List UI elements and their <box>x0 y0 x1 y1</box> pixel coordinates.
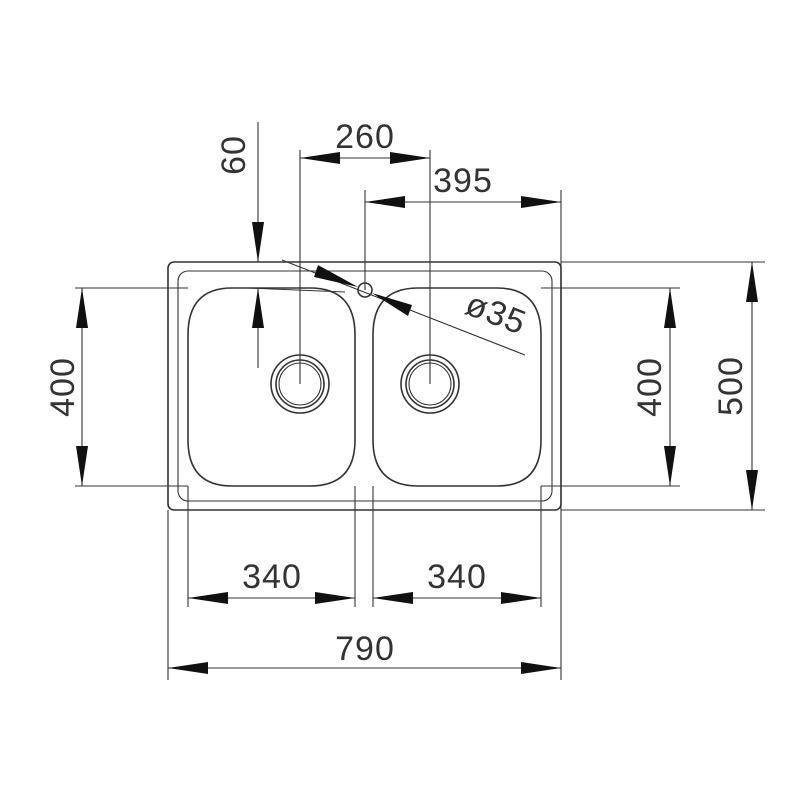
dim-overall-depth: 500 <box>712 262 758 510</box>
arrowhead <box>188 592 228 604</box>
arrowhead <box>501 592 541 604</box>
dim-left-bowl-width: 340 <box>188 558 355 604</box>
dim-overall-width: 790 <box>168 630 561 674</box>
arrowhead <box>746 470 758 510</box>
dim-label-400-left: 400 <box>44 357 82 417</box>
dim-label-395: 395 <box>433 162 493 200</box>
dim-label-340-right: 340 <box>427 558 487 596</box>
arrowhead <box>252 222 264 262</box>
left-bowl <box>187 287 356 487</box>
arrowhead <box>521 196 561 208</box>
arrowhead <box>314 265 358 287</box>
arrowhead <box>664 446 676 486</box>
arrowhead <box>300 152 340 164</box>
dim-bowl-setback: 60 <box>215 135 264 368</box>
dim-tap-hole-offset: 395 <box>365 162 561 208</box>
arrowhead <box>373 592 413 604</box>
arrowhead <box>664 288 676 328</box>
arrowhead <box>365 196 405 208</box>
dim-label-60: 60 <box>215 135 253 175</box>
arrowhead <box>76 288 88 328</box>
arrowhead <box>521 662 561 674</box>
dim-drain-spacing: 260 <box>300 118 430 164</box>
dim-label-400-right: 400 <box>631 357 669 417</box>
dim-right-bowl-depth: 400 <box>631 288 676 486</box>
arrowhead <box>746 262 758 302</box>
dim-left-bowl-depth: 400 <box>44 288 88 486</box>
arrowhead <box>372 293 412 316</box>
dim-label-260: 260 <box>335 118 395 156</box>
dim-label-790: 790 <box>335 630 395 668</box>
arrowhead <box>76 446 88 486</box>
dim-label-500: 500 <box>712 356 750 416</box>
dim-right-bowl-width: 340 <box>373 558 541 604</box>
right-bowl <box>372 287 542 487</box>
arrowhead <box>390 152 430 164</box>
dim-label-340-left: 340 <box>242 558 302 596</box>
arrowhead <box>252 288 264 328</box>
arrowhead <box>315 592 355 604</box>
arrowhead <box>168 662 208 674</box>
